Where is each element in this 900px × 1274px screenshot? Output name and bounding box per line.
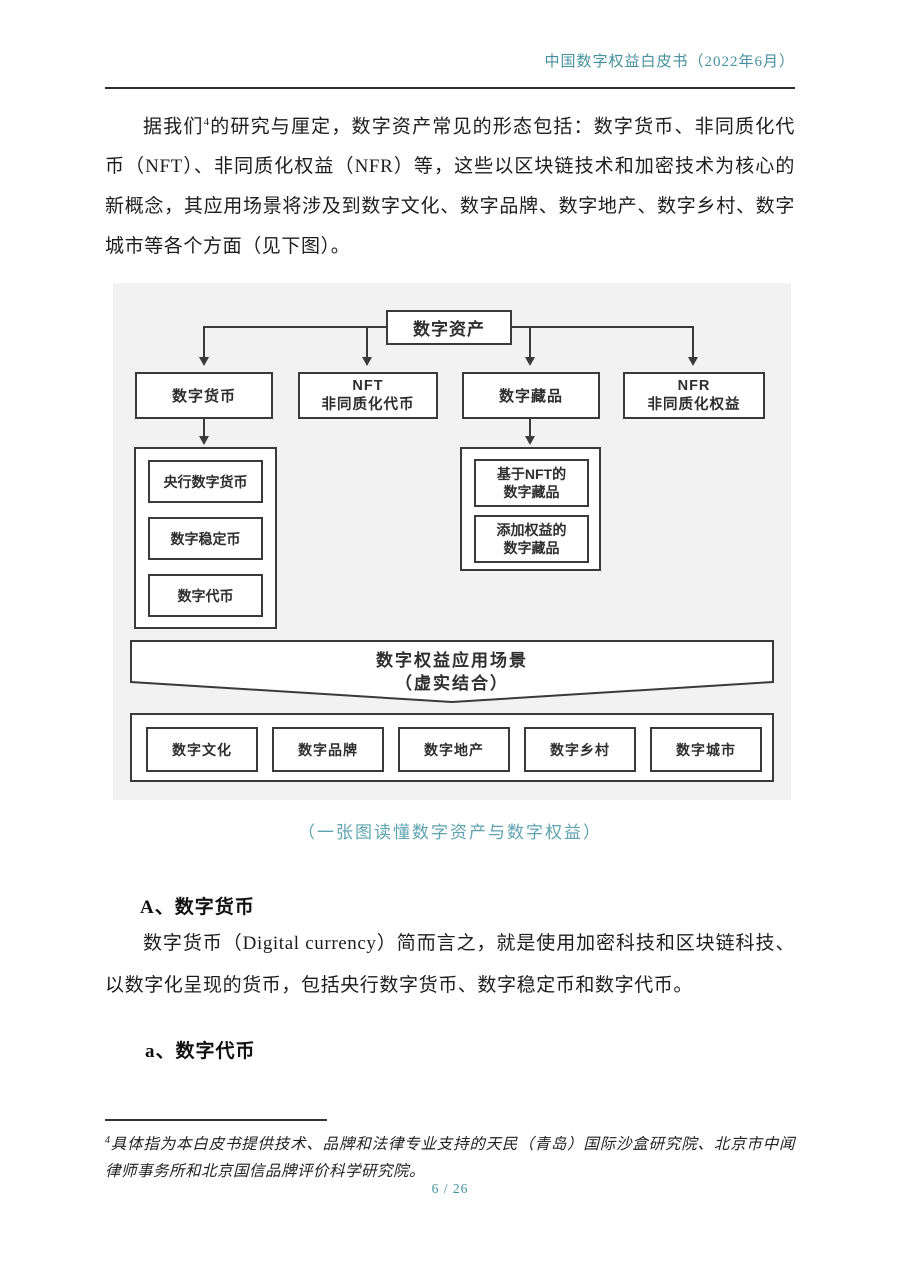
banner-shape [130, 640, 774, 704]
node-digital-collections: 数字藏品 [462, 372, 600, 419]
group-application-scenes: 数字文化 数字品牌 数字地产 数字乡村 数字城市 [130, 713, 774, 782]
arrow-down-icon [688, 357, 698, 366]
connector-vertical [692, 326, 694, 358]
connector-vertical [203, 326, 205, 358]
arrow-down-icon [525, 357, 535, 366]
node-rights-added-collection: 添加权益的 数字藏品 [474, 515, 589, 563]
application-scenarios-banner: 数字权益应用场景 （虚实结合） [130, 640, 774, 704]
node-central-bank-digital-currency: 央行数字货币 [148, 460, 263, 503]
connector-vertical [529, 326, 531, 358]
footnote-reference-mark: 4 [203, 116, 210, 128]
scene-digital-brand: 数字品牌 [272, 727, 384, 772]
node-digital-stablecoin: 数字稳定币 [148, 517, 263, 560]
figure-caption: （一张图读懂数字资产与数字权益） [298, 823, 602, 842]
node-nft-based-collection: 基于NFT的 数字藏品 [474, 459, 589, 507]
group-digital-currency-types: 央行数字货币 数字稳定币 数字代币 [134, 447, 277, 629]
intro-text-after-sup: 的研究与厘定，数字资产常见的形态包括：数字货币、非同质化代币（NFT）、非同质化… [105, 116, 795, 258]
node-digital-currency: 数字货币 [135, 372, 273, 419]
node-nfr: NFR 非同质化权益 [623, 372, 765, 419]
digital-assets-diagram: 数字资产 数字货币 NFT 非同质化代币 数字藏品 NFR 非同质化权益 央行数… [113, 283, 791, 800]
node-digital-token: 数字代币 [148, 574, 263, 617]
connector-vertical [203, 419, 205, 437]
scene-digital-village: 数字乡村 [524, 727, 636, 772]
banner-title: 数字权益应用场景 [376, 651, 528, 670]
connector-vertical [529, 419, 531, 437]
node-digital-assets: 数字资产 [386, 310, 512, 345]
banner-subtitle: （虚实结合） [395, 674, 509, 693]
footnote-text: 4具体指为本白皮书提供技术、品牌和法律专业支持的天民（青岛）国际沙盒研究院、北京… [105, 1127, 795, 1185]
arrow-down-icon [525, 436, 535, 445]
intro-text-before-sup: 据我们 [143, 116, 204, 138]
section-heading-digital-currency: A、数字货币 [140, 897, 255, 918]
scene-digital-culture: 数字文化 [146, 727, 258, 772]
header-divider [105, 87, 795, 89]
page-header-title: 中国数字权益白皮书（2022年6月） [544, 54, 795, 70]
arrow-down-icon [199, 436, 209, 445]
arrow-down-icon [362, 357, 372, 366]
connector-horizontal-right [512, 326, 694, 328]
footnote-divider [105, 1119, 327, 1121]
intro-paragraph: 据我们4的研究与厘定，数字资产常见的形态包括：数字货币、非同质化代币（NFT）、… [105, 102, 795, 267]
scene-digital-city: 数字城市 [650, 727, 762, 772]
connector-vertical [366, 326, 368, 358]
node-nft: NFT 非同质化代币 [298, 372, 438, 419]
scene-digital-real-estate: 数字地产 [398, 727, 510, 772]
digital-currency-paragraph: 数字货币（Digital currency）简而言之，就是使用加密科技和区块链科… [105, 933, 795, 996]
footnote-number: 4 [105, 1135, 111, 1146]
arrow-down-icon [199, 357, 209, 366]
footnote-body: 具体指为本白皮书提供技术、品牌和法律专业支持的天民（青岛）国际沙盒研究院、北京市… [105, 1136, 795, 1181]
connector-horizontal-left [205, 326, 386, 328]
group-digital-collection-types: 基于NFT的 数字藏品 添加权益的 数字藏品 [460, 447, 601, 571]
page-number: 6 / 26 [431, 1181, 469, 1196]
subsection-heading-digital-token: a、数字代币 [145, 1041, 256, 1062]
